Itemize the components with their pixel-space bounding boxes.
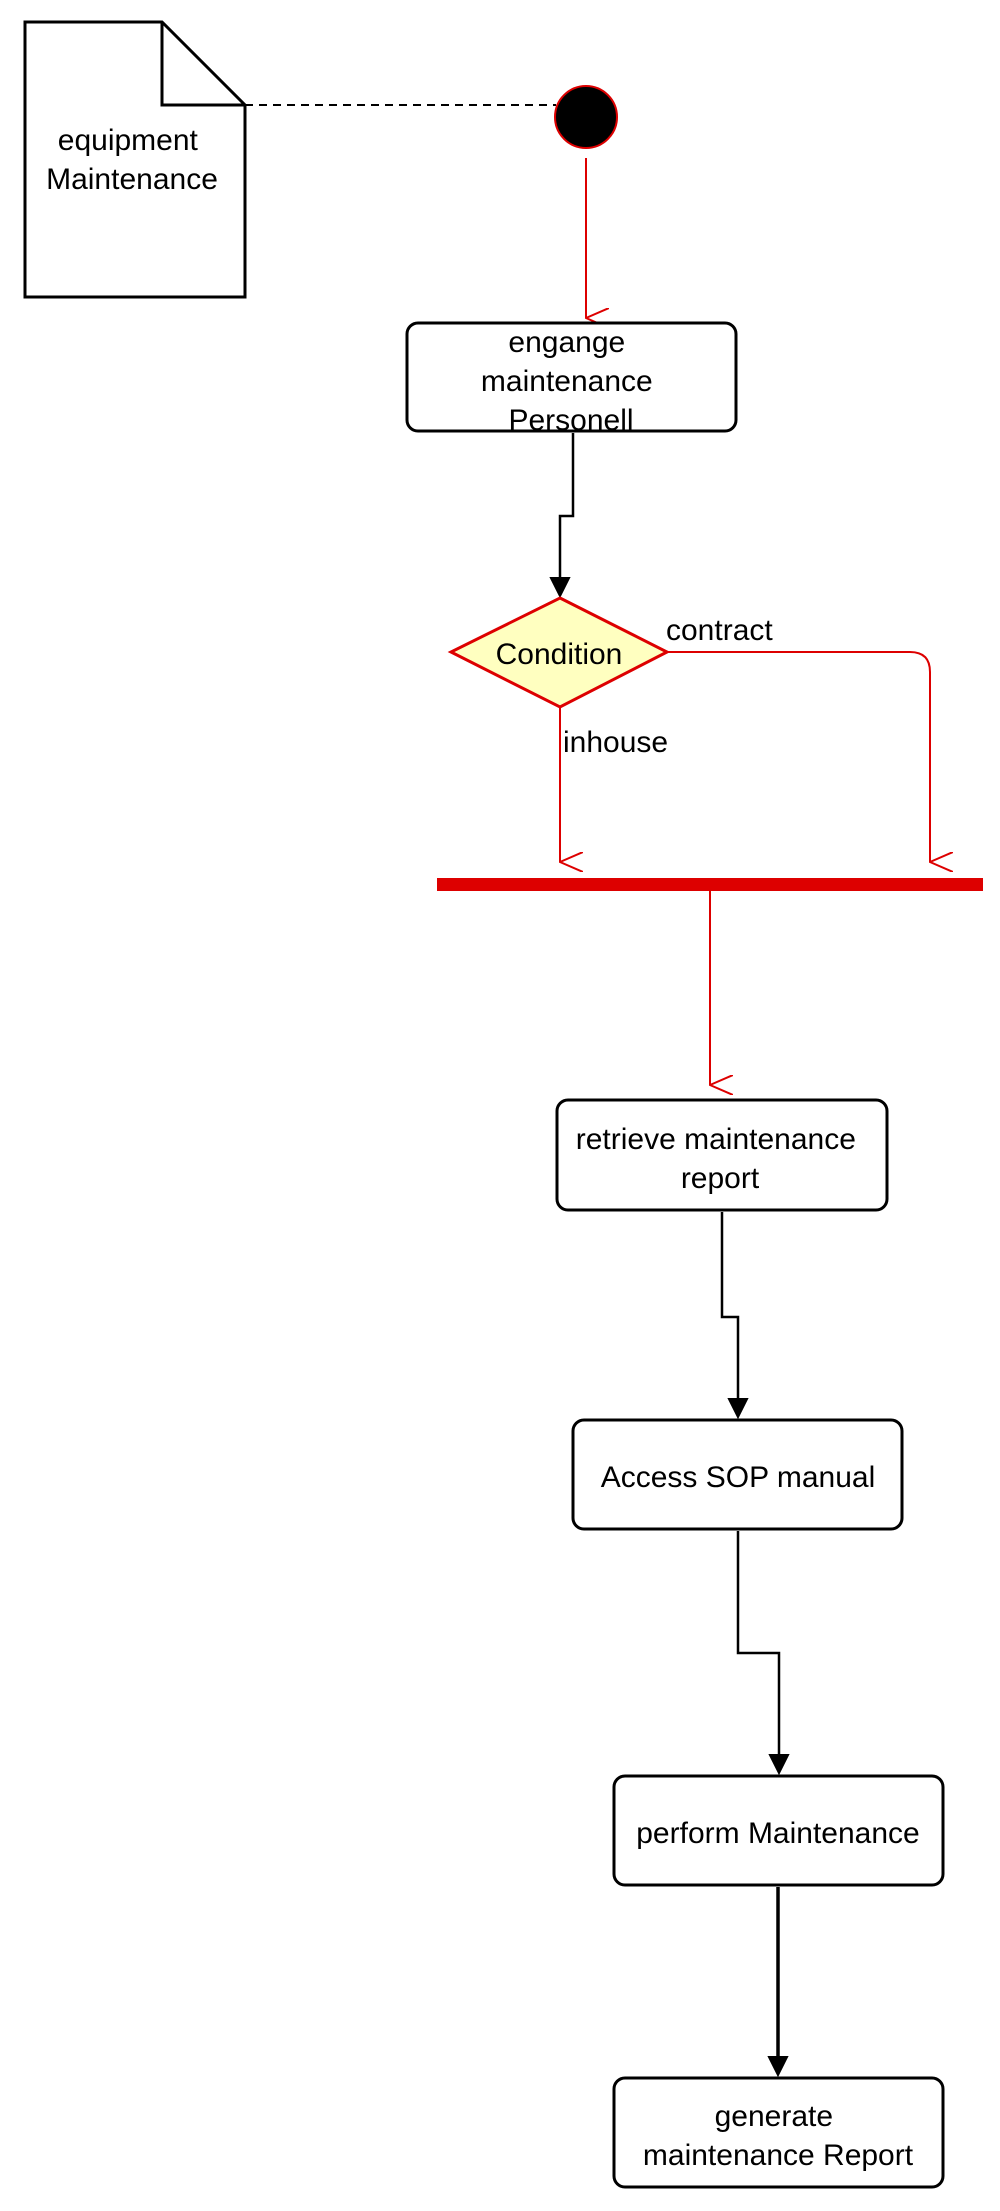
action-generate-report[interactable]: generate maintenance Report — [612, 2076, 945, 2189]
edge-retrieve-to-access — [720, 1212, 740, 1403]
decision-condition[interactable]: Condition — [447, 596, 671, 709]
action-label-line: maintenance Report — [643, 2139, 914, 2172]
edge-access-to-perform — [736, 1531, 781, 1759]
action-label-line: Personell — [508, 404, 633, 437]
action-label-line: report — [681, 1162, 760, 1195]
action-label-line: engange — [508, 326, 625, 359]
note-text: equipment Maintenance — [46, 124, 218, 196]
action-label: engange maintenance Personell — [481, 326, 661, 437]
action-access-sop[interactable]: Access SOP manual — [571, 1418, 904, 1531]
action-perform-maintenance[interactable]: perform Maintenance — [612, 1774, 945, 1887]
note-line: Maintenance — [46, 163, 218, 196]
action-label-line: retrieve maintenance — [576, 1123, 856, 1156]
edge-engage-to-condition — [558, 433, 575, 582]
arrowhead — [727, 1398, 749, 1420]
arrowhead — [549, 577, 571, 599]
decision-label: Condition — [496, 638, 623, 671]
note-equipment-maintenance[interactable]: equipment Maintenance — [23, 20, 247, 299]
action-label: perform Maintenance — [636, 1817, 919, 1850]
action-engage-personnel[interactable]: engange maintenance Personell — [405, 321, 738, 437]
action-label-line: generate — [715, 2100, 833, 2133]
action-label-line: maintenance — [481, 365, 653, 398]
arrowhead — [768, 1754, 790, 1776]
action-label: Access SOP manual — [601, 1461, 876, 1494]
action-label: retrieve maintenance report — [576, 1123, 865, 1195]
note-line: equipment — [58, 124, 199, 157]
action-retrieve-report[interactable]: retrieve maintenance report — [555, 1098, 889, 1212]
join-bar[interactable] — [437, 878, 983, 891]
action-label: generate maintenance Report — [643, 2100, 914, 2172]
initial-node[interactable] — [554, 85, 618, 149]
edge-contract — [667, 651, 930, 862]
arrowhead — [767, 2056, 789, 2078]
edge-label-inhouse: inhouse — [563, 726, 668, 759]
edge-label-contract: contract — [666, 614, 773, 647]
